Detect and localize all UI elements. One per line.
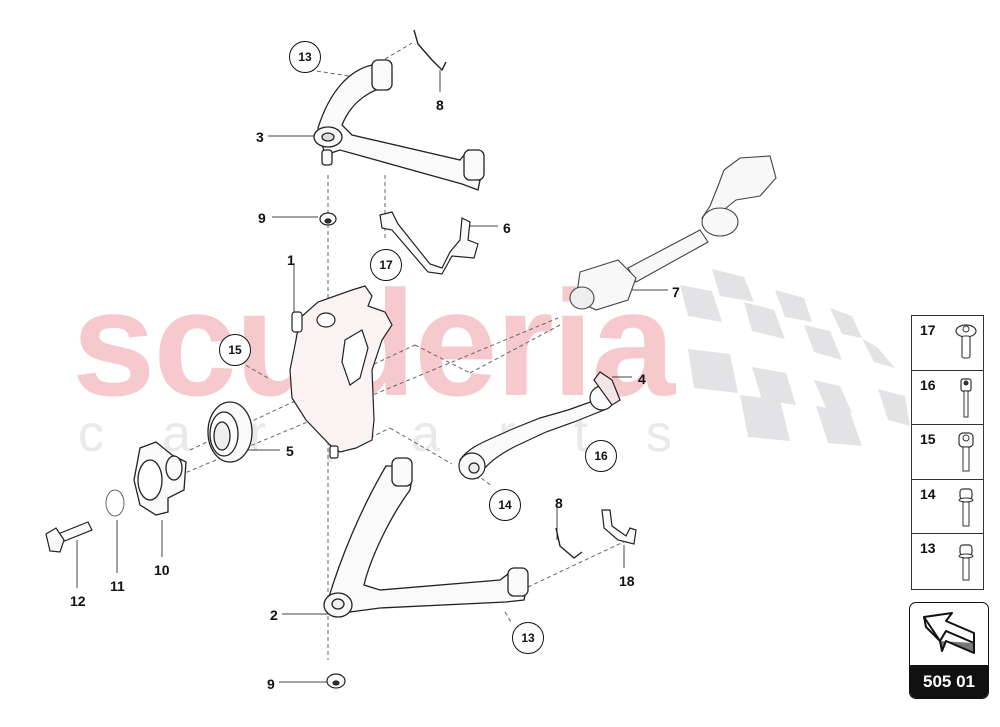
callout-4[interactable]: 4 <box>638 371 646 387</box>
legend-number: 14 <box>920 485 936 502</box>
back-arrow-icon <box>923 612 975 654</box>
circle-callout-13-lower[interactable]: 13 <box>512 622 544 654</box>
legend-row-16[interactable]: 16 <box>912 371 983 425</box>
nut-upper-drawing <box>319 212 337 226</box>
callout-8-lower[interactable]: 8 <box>555 495 563 511</box>
legend-number: 13 <box>920 540 936 556</box>
upper-wishbone-drawing <box>313 59 485 191</box>
washer-drawing <box>105 489 125 517</box>
callout-12[interactable]: 12 <box>70 593 86 609</box>
socket-head-cap-screw-icon <box>958 432 974 472</box>
legend-row-13[interactable]: 13 <box>912 534 983 589</box>
hex-flange-bolt-icon <box>958 544 974 581</box>
lower-wishbone-drawing <box>323 457 529 618</box>
legend-number: 17 <box>920 322 936 338</box>
fastener-legend: 17 16 15 14 <box>911 315 984 590</box>
hex-flange-bolt-icon <box>958 487 974 526</box>
legend-row-17[interactable]: 17 <box>912 316 983 371</box>
circle-callout-13-upper[interactable]: 13 <box>289 41 321 73</box>
circle-callout-17[interactable]: 17 <box>370 249 402 281</box>
circle-callout-14[interactable]: 14 <box>489 489 521 521</box>
nut-lower-drawing <box>326 673 346 689</box>
drive-shaft-drawing <box>569 155 777 311</box>
legend-row-14[interactable]: 14 <box>912 480 983 534</box>
clip-upper-drawing <box>413 29 447 72</box>
page-code-label: 505 01 <box>910 665 988 698</box>
page-navigation-button[interactable]: 505 01 <box>909 602 989 699</box>
legend-row-15[interactable]: 15 <box>912 425 983 480</box>
wheel-hub-drawing <box>133 441 187 516</box>
clip-lower-drawing <box>555 527 583 559</box>
checkered-flag-graphic <box>680 269 910 446</box>
callout-11[interactable]: 11 <box>110 578 125 594</box>
wheel-bearing-drawing <box>207 401 253 463</box>
legend-number: 16 <box>920 376 936 393</box>
legend-number: 15 <box>920 431 936 447</box>
flange-head-bolt-icon <box>955 324 977 359</box>
callout-9-lower[interactable]: 9 <box>267 676 275 692</box>
callout-10[interactable]: 10 <box>154 562 170 578</box>
callout-9-upper[interactable]: 9 <box>258 210 266 226</box>
callout-18[interactable]: 18 <box>619 573 635 589</box>
hub-bolt-drawing <box>45 521 93 553</box>
callout-1[interactable]: 1 <box>287 252 295 268</box>
bracket-plate-drawing <box>601 509 637 545</box>
callout-5[interactable]: 5 <box>286 443 294 459</box>
wheel-carrier-drawing <box>289 285 393 459</box>
callout-8-upper[interactable]: 8 <box>436 97 444 113</box>
socket-head-long-bolt-icon <box>960 377 972 417</box>
track-rod-drawing <box>458 371 621 480</box>
sensor-bracket-drawing <box>379 211 479 275</box>
circle-callout-16[interactable]: 16 <box>585 440 617 472</box>
callout-6[interactable]: 6 <box>503 220 511 236</box>
callout-2[interactable]: 2 <box>270 607 278 623</box>
callout-7[interactable]: 7 <box>672 284 680 300</box>
callout-3[interactable]: 3 <box>256 129 264 145</box>
circle-callout-15[interactable]: 15 <box>219 334 251 366</box>
